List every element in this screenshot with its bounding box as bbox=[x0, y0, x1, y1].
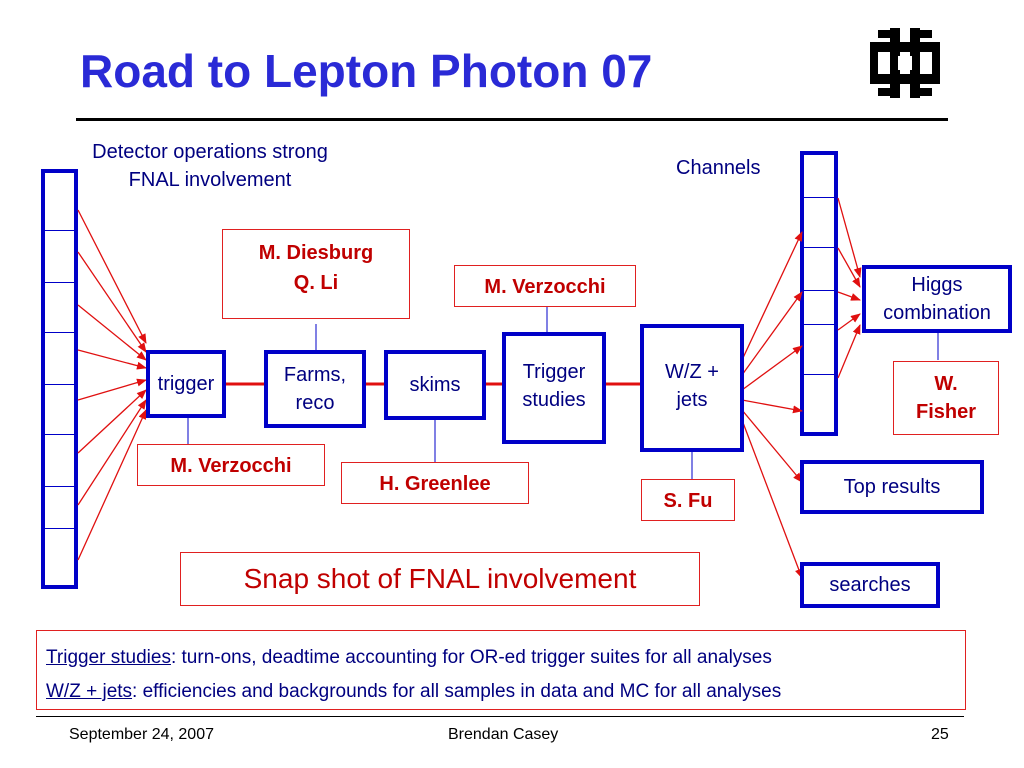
wz-person-box: S. Fu bbox=[641, 479, 735, 521]
top-results-box: Top results bbox=[800, 460, 984, 514]
channel-cell bbox=[804, 248, 834, 291]
footer-page-number: 25 bbox=[931, 726, 949, 743]
detector-cell bbox=[45, 231, 74, 283]
higgs-person-box: W. Fisher bbox=[893, 361, 999, 435]
trigger-studies-line1: Trigger bbox=[522, 361, 586, 383]
wz-jets-line2: jets bbox=[676, 389, 708, 411]
detector-cell bbox=[45, 487, 74, 529]
detector-label-line2: FNAL involvement bbox=[128, 169, 292, 191]
farms-people-box: M. Diesburg Q. Li bbox=[222, 229, 410, 319]
wz-jets-line1: W/Z + bbox=[665, 361, 719, 383]
detector-cell bbox=[45, 333, 74, 385]
higgs-combination-box: Higgs combination bbox=[862, 265, 1012, 333]
fermilab-logo bbox=[870, 28, 940, 98]
person-name: M. Diesburg bbox=[258, 242, 374, 264]
farms-reco-line2: reco bbox=[295, 392, 335, 414]
note-trigger-studies: Trigger studies: turn-ons, deadtime acco… bbox=[46, 638, 965, 678]
higgs-line2: combination bbox=[883, 302, 991, 324]
channel-cell bbox=[804, 198, 834, 248]
person-name: Q. Li bbox=[293, 272, 339, 294]
person-name: Fisher bbox=[915, 401, 977, 423]
skims-box: skims bbox=[384, 350, 486, 420]
channel-cell bbox=[804, 155, 834, 198]
channel-cell bbox=[804, 291, 834, 325]
footer-rule bbox=[36, 716, 964, 717]
slide-title: Road to Lepton Photon 07 bbox=[80, 45, 653, 97]
farms-reco-line1: Farms, bbox=[283, 364, 347, 386]
detector-cell bbox=[45, 173, 74, 231]
farms-reco-box: Farms, reco bbox=[264, 350, 366, 428]
skims-person-box: H. Greenlee bbox=[341, 462, 529, 504]
trigger-studies-box: Trigger studies bbox=[502, 332, 606, 444]
trigger-person-box: M. Verzocchi bbox=[137, 444, 325, 486]
person-name: W. bbox=[934, 373, 958, 395]
detector-cell bbox=[45, 385, 74, 435]
detector-cell bbox=[45, 435, 74, 487]
footer-date: September 24, 2007 bbox=[69, 726, 214, 743]
note-text: : turn-ons, deadtime accounting for OR-e… bbox=[170, 647, 772, 668]
channels-label: Channels bbox=[676, 157, 761, 179]
footer-author: Brendan Casey bbox=[448, 726, 559, 743]
note-wz-jets: W/Z + jets: efficiencies and backgrounds… bbox=[46, 672, 965, 712]
trigger-box: trigger bbox=[146, 350, 226, 418]
note-term: W/Z + jets bbox=[46, 681, 133, 702]
title-rule bbox=[76, 118, 948, 121]
searches-box: searches bbox=[800, 562, 940, 608]
detector-label-line1: Detector operations strong bbox=[92, 141, 328, 163]
notes-box: Trigger studies: turn-ons, deadtime acco… bbox=[36, 630, 966, 710]
detector-column bbox=[41, 169, 78, 589]
detector-cell bbox=[45, 283, 74, 333]
trigger-studies-person-box: M. Verzocchi bbox=[454, 265, 636, 307]
snapshot-label: Snap shot of FNAL involvement bbox=[180, 552, 700, 606]
channel-cell bbox=[804, 325, 834, 375]
wz-jets-box: W/Z + jets bbox=[640, 324, 744, 452]
trigger-studies-line2: studies bbox=[522, 389, 586, 411]
higgs-line1: Higgs bbox=[911, 274, 963, 296]
note-term: Trigger studies bbox=[46, 647, 171, 668]
note-text: : efficiencies and backgrounds for all s… bbox=[132, 681, 782, 702]
detector-label: Detector operations strong FNAL involvem… bbox=[40, 138, 380, 194]
